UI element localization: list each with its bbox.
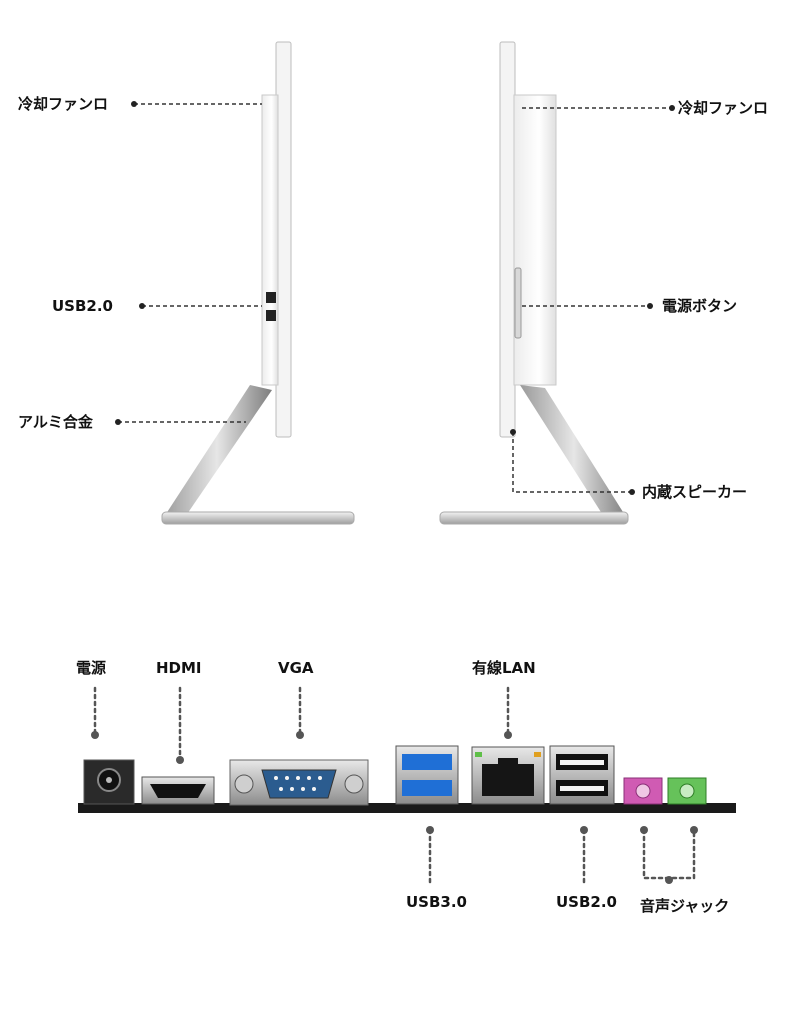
left-monitor-side [161, 41, 355, 525]
left-stand-arm [162, 385, 272, 520]
right-stand-base [439, 511, 629, 525]
left-usb-port-2 [266, 310, 276, 321]
label-usb3: USB3.0 [406, 893, 467, 911]
right-stand-arm [520, 385, 628, 520]
right-screen-edge [499, 41, 516, 438]
label-builtin-speaker: 内蔵スピーカー [642, 483, 748, 501]
label-usb2: USB2.0 [556, 893, 617, 911]
right-back-housing [513, 94, 557, 386]
left-usb-port-1 [266, 292, 276, 303]
side-leader-lines [118, 103, 672, 493]
right-monitor-side [439, 41, 629, 525]
side-leader-dots [115, 101, 675, 495]
label-left-usb2: USB2.0 [52, 297, 113, 315]
io-port-panel [78, 745, 736, 813]
label-vga: VGA [278, 659, 314, 677]
label-hdmi: HDMI [156, 659, 202, 677]
label-power-button: 電源ボタン [662, 297, 738, 315]
right-power-buttons [514, 267, 522, 339]
left-stand-base [161, 511, 355, 525]
motherboard-strip [78, 803, 736, 813]
label-aluminum-alloy: アルミ合金 [18, 413, 93, 431]
left-back-housing [261, 94, 279, 386]
label-power: 電源 [76, 659, 107, 677]
label-wired-lan: 有線LAN [472, 659, 536, 677]
label-right-fan-vent: 冷却ファンロ [678, 99, 769, 117]
port-leader-dots [91, 731, 698, 884]
label-left-fan-vent: 冷却ファンロ [18, 95, 109, 113]
label-audio-jack: 音声ジャック [640, 897, 730, 915]
